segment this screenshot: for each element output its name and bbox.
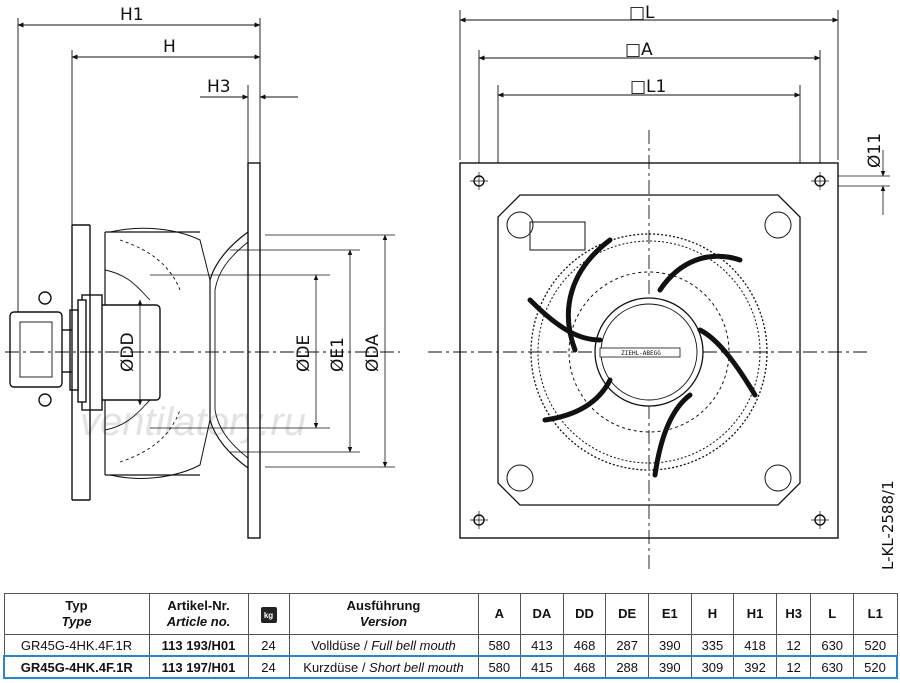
label-plate-text: ZIEHL-ABEGG [621,350,661,357]
watermark-left: ventilatory.ru [80,400,306,444]
cell-article: 113 193/H01 [148,634,249,657]
col-H3: H3 [775,593,812,635]
col-kg: kg [247,593,290,635]
table-row-selected[interactable]: GR45G-4HK.4F.1R 113 197/H01 24 Kurzdüse … [3,655,899,679]
cell-kg: 24 [247,655,290,679]
col-L1: L1 [853,593,898,635]
cell-H: 309 [690,655,735,679]
dim-DD: ØDD [118,332,138,372]
cell-A: 580 [477,655,522,679]
col-A: A [477,593,522,635]
col-article: Artikel-Nr.Article no. [148,593,249,635]
col-H1: H1 [733,593,777,635]
cell-H1: 418 [733,634,777,657]
dim-L1: □L1 [630,77,666,97]
col-DA: DA [520,593,564,635]
front-view [428,10,890,570]
kg-weight-icon: kg [260,606,277,623]
dim-A: □A [625,40,653,60]
cell-DA: 415 [520,655,564,679]
col-L: L [810,593,855,635]
side-view [5,18,400,539]
cell-L1: 520 [853,655,899,679]
col-DE: DE [605,593,649,635]
cell-DA: 413 [520,634,564,657]
cell-H3: 12 [775,634,812,657]
cell-DE: 287 [605,634,649,657]
cell-L: 630 [810,655,855,679]
cell-H: 335 [690,634,735,657]
cell-H1: 392 [733,655,777,679]
cell-type: GR45G-4HK.4F.1R [3,634,150,657]
cell-kg: 24 [247,634,290,657]
dim-hole: Ø11 [865,133,885,168]
drawing-reference: L-KL-2588/1 [879,480,897,570]
cell-version: Kurzdüse / Short bell mouth [288,655,479,679]
cell-type: GR45G-4HK.4F.1R [3,655,150,679]
col-H: H [690,593,735,635]
dim-H: H [163,37,176,57]
cell-DE: 288 [605,655,649,679]
dim-H3: H3 [207,77,231,97]
cell-E1: 390 [648,634,692,657]
cell-A: 580 [477,634,522,657]
dim-DA: ØDA [363,334,383,372]
cell-E1: 390 [648,655,692,679]
dim-H1: H1 [120,5,144,25]
dim-E1: ØE1 [328,337,348,372]
cell-H3: 12 [775,655,812,679]
cell-DD: 468 [562,634,607,657]
dim-L: □L [629,3,655,23]
cell-version: Volldüse / Full bell mouth [288,634,479,657]
col-DD: DD [562,593,607,635]
col-E1: E1 [648,593,692,635]
dim-DE: ØDE [294,335,314,372]
technical-drawing: ventilatory.ru ventilatory.ru [5,3,897,570]
cell-L1: 520 [853,634,898,657]
cell-DD: 468 [562,655,607,679]
cell-article: 113 197/H01 [148,655,249,679]
table-row: GR45G-4HK.4F.1R 113 193/H01 24 Volldüse … [3,634,898,657]
cell-L: 630 [810,634,855,657]
